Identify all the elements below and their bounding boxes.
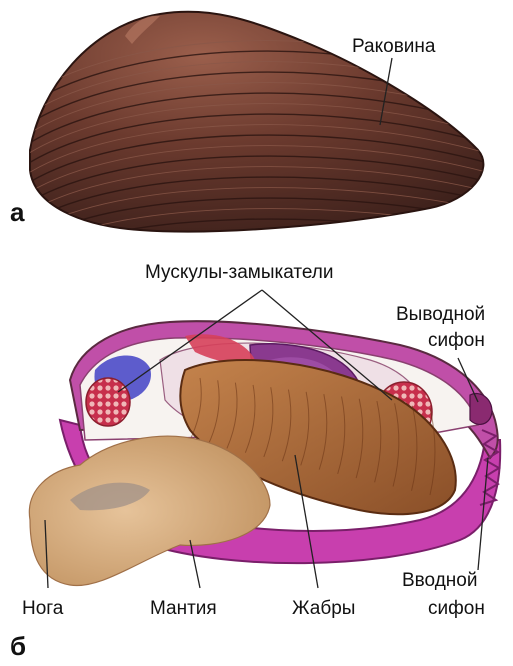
gills-label: Жабры xyxy=(292,598,355,620)
foot xyxy=(29,436,270,585)
exhalant-siphon-label-line2: сифон xyxy=(428,330,485,352)
panel-b-letter: б xyxy=(10,632,26,660)
anterior-adductor-muscle xyxy=(86,378,130,426)
clam-anatomy-illustration xyxy=(29,321,500,585)
inhalant-siphon-label-line2: сифон xyxy=(428,598,485,620)
panel-a-letter: а xyxy=(10,198,24,226)
exhalant-siphon-label-line1: Выводной xyxy=(396,304,485,326)
exhalant-siphon-shape xyxy=(470,394,492,425)
shell-label: Раковина xyxy=(352,36,435,58)
foot-label: Нога xyxy=(22,598,63,620)
inhalant-siphon-label-line1: Вводной xyxy=(402,570,477,592)
mantle-label: Мантия xyxy=(150,598,217,620)
adductor-muscles-label: Мускулы-замыкатели xyxy=(145,262,334,284)
